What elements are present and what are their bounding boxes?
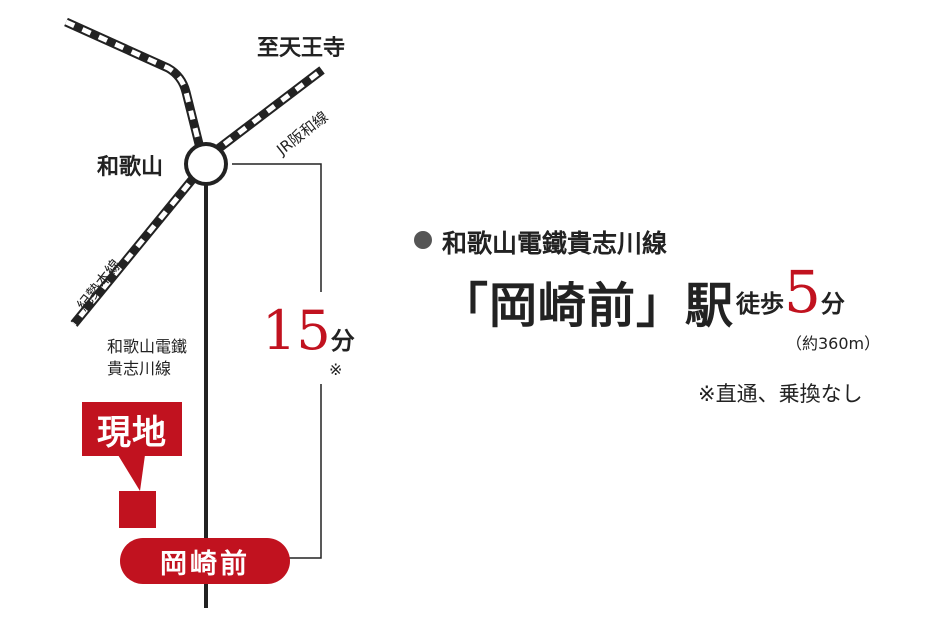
walk-prefix: 徒歩 [736,290,784,318]
ride-time: 15分 [258,304,359,358]
bullet-dot [414,231,432,249]
walk-distance: （約360m） [786,334,881,353]
destination-label: 至天王寺 [257,36,346,61]
site-label-box: 現地 [82,402,182,456]
line-name: 和歌山電鐵貴志川線 [442,229,668,258]
direct-note: ※直通、乗換なし [698,382,863,406]
kishigawa-line-label-1: 和歌山電鐵 [107,337,188,356]
kisei-line [70,167,204,327]
site-label: 現地 [97,412,167,453]
jr-hanwa-line [207,66,325,159]
site-label-pointer [118,455,145,491]
station-name: 「岡崎前」駅 [440,278,735,334]
kishigawa-line-label: 和歌山電鐵 貴志川線 [107,336,187,380]
walk-minutes: 5 [784,258,821,326]
kishigawa-line-label-2: 貴志川線 [107,359,172,378]
ride-time-value: 15 [262,299,331,362]
jr-northwest-line [64,17,208,162]
okazakimae-station-badge: 岡崎前 [120,538,290,584]
travel-time-bracket [232,163,322,559]
okazakimae-station-label: 岡崎前 [160,548,250,580]
ride-time-unit: 分 [330,327,355,355]
walk-time: 徒歩5分 [736,263,845,321]
wakayama-station-marker [184,142,228,186]
ride-time-note-mark: ※ [329,360,343,379]
site-marker [119,491,156,528]
wakayama-station-label: 和歌山 [97,155,164,180]
walk-unit: 分 [820,290,845,318]
